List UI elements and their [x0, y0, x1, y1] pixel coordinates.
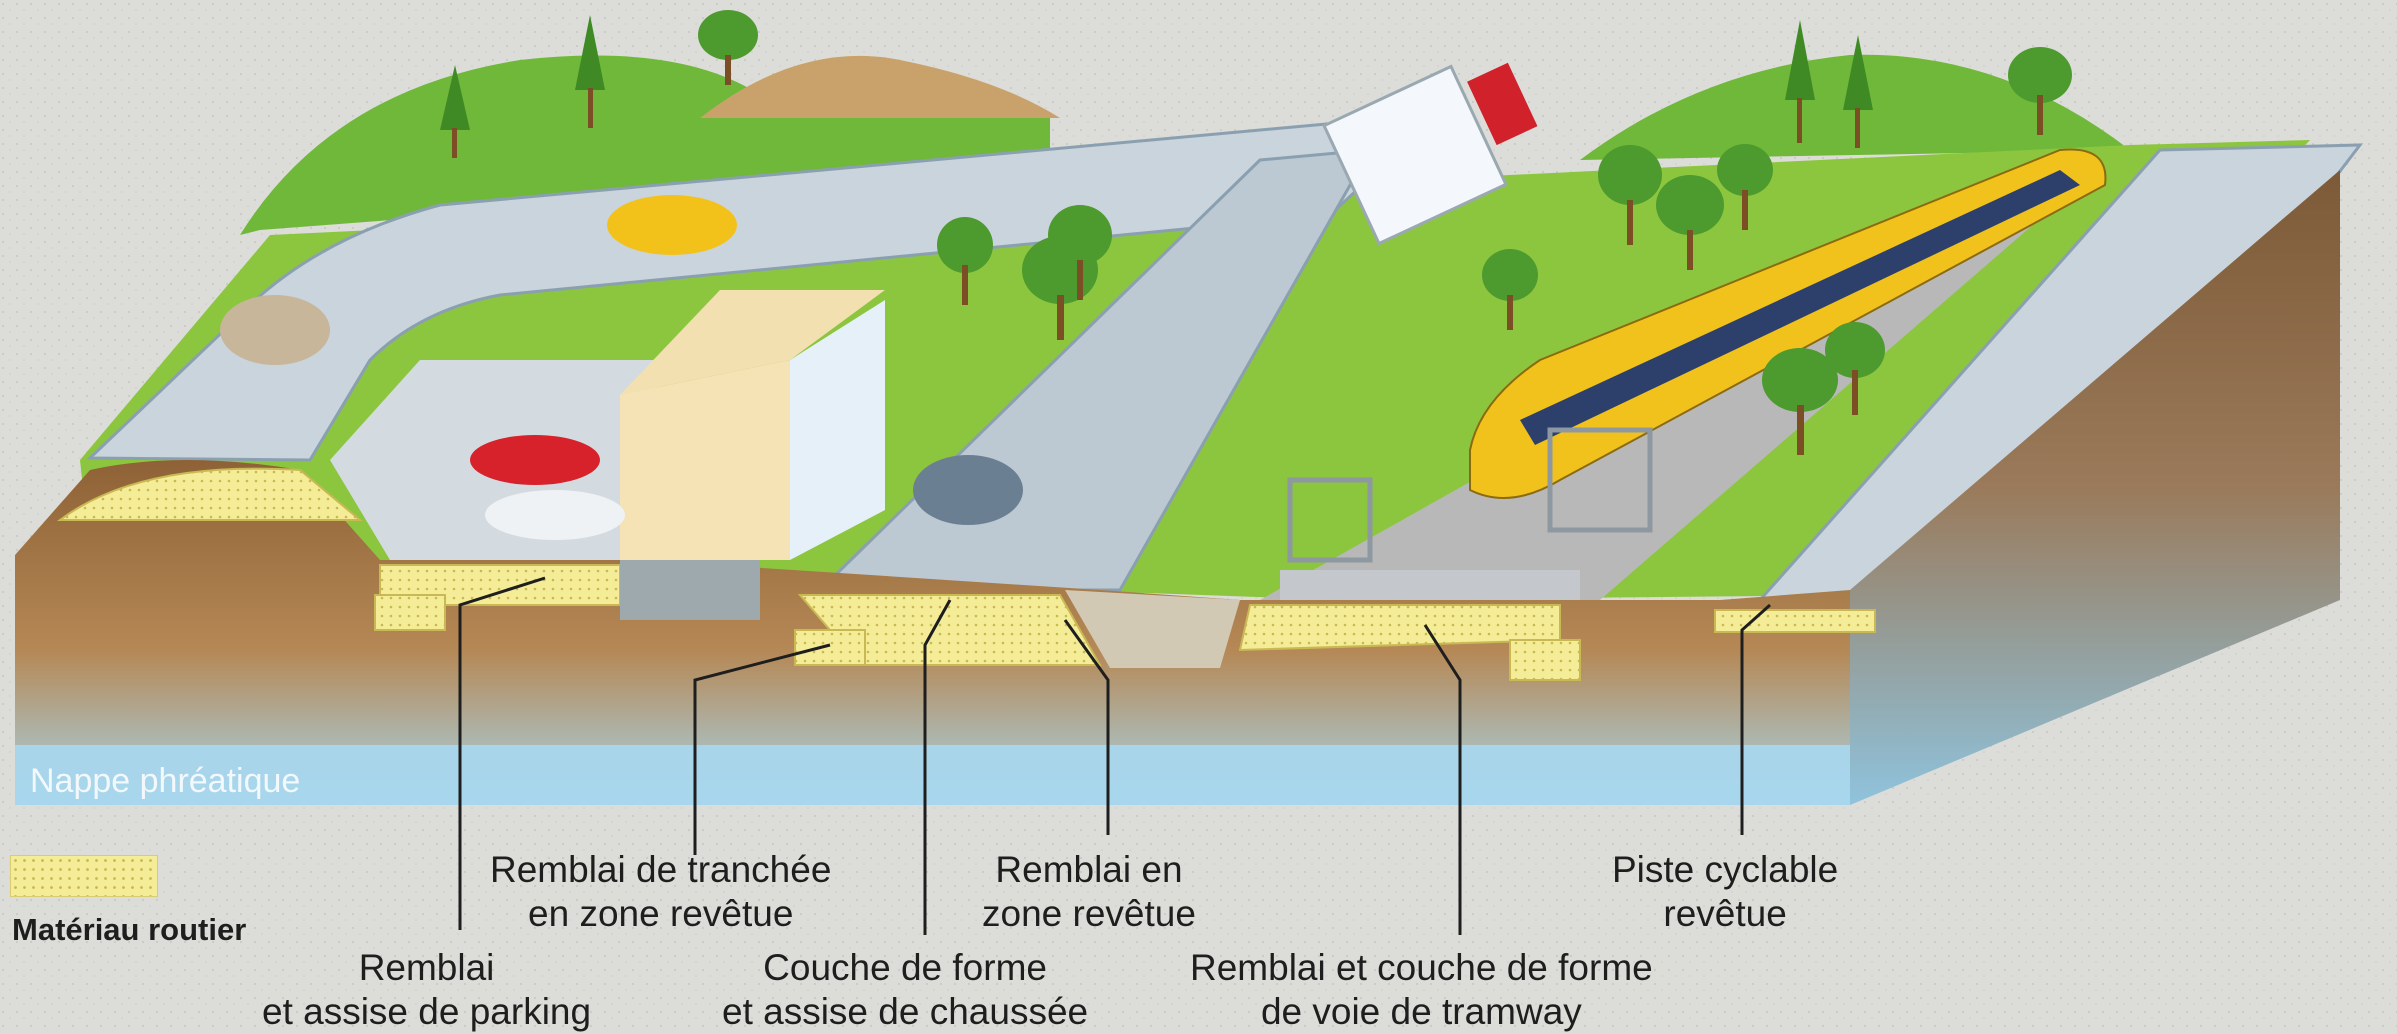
water-table-band: [15, 745, 1850, 805]
label-road-subgrade-line1: Couche de forme: [763, 947, 1047, 988]
trees: [440, 10, 2072, 455]
label-trench-fill-line1: Remblai de tranchée: [490, 849, 832, 890]
building-side: [790, 300, 885, 560]
truck-cab: [1467, 62, 1538, 146]
paved-fill-pit: [1065, 590, 1240, 668]
material-road-drain: [794, 629, 866, 666]
water-table-label: Nappe phréatique: [30, 762, 301, 800]
label-paved-fill-line2: zone revêtue: [982, 893, 1196, 934]
building-front: [620, 360, 790, 560]
shelter-right: [1547, 427, 1653, 533]
label-bike-path: Piste cyclable revêtue: [1612, 848, 1838, 936]
leader-tram-subgrade: [1423, 624, 1462, 935]
red-car: [470, 435, 600, 485]
label-paved-fill-line1: Remblai en: [995, 849, 1183, 890]
label-tram-subgrade-line1: Remblai et couche de forme: [1190, 947, 1653, 988]
leader-lines: [458, 576, 1771, 935]
label-tram-subgrade-line2: de voie de tramway: [1260, 991, 1582, 1032]
label-parking-fill-line2: et assise de parking: [262, 991, 592, 1032]
material-bike: [1714, 609, 1876, 633]
beige-car: [220, 295, 330, 365]
tram-windows: [1520, 170, 2080, 445]
label-bike-path-line2: revêtue: [1663, 893, 1787, 934]
label-road-subgrade-line2: et assise de chaussée: [722, 991, 1089, 1032]
leader-trench-fill: [693, 643, 831, 855]
yellow-car: [607, 195, 737, 255]
shelter-left: [1287, 477, 1373, 563]
white-car: [485, 490, 625, 540]
building-foundation: [620, 560, 760, 620]
label-parking-fill-line1: Remblai: [358, 947, 495, 988]
leader-parking-fill: [458, 576, 546, 930]
hill-left: [240, 55, 1050, 235]
material-left-mound: [56, 467, 363, 521]
label-tram-subgrade: Remblai et couche de forme de voie de tr…: [1190, 946, 1653, 1034]
material-parking-drain: [374, 594, 446, 631]
label-paved-fill: Remblai en zone revêtue: [982, 848, 1196, 936]
truck-trailer: [1322, 64, 1508, 246]
legend-label: Matériau routier: [12, 912, 247, 947]
hill-dirt: [700, 55, 1060, 118]
leader-paved-fill: [1063, 619, 1110, 835]
building-roof: [620, 290, 885, 395]
tram-platform: [1280, 570, 1580, 600]
label-bike-path-line1: Piste cyclable: [1612, 849, 1839, 890]
label-trench-fill-line2: en zone revêtue: [528, 893, 794, 934]
soil-side: [1850, 170, 2340, 805]
grey-car: [913, 455, 1023, 525]
material-tram-drain: [1509, 639, 1581, 681]
label-trench-fill: Remblai de tranchée en zone revêtue: [490, 848, 831, 936]
leader-road-subgrade: [923, 599, 952, 935]
legend-swatch: [10, 855, 158, 897]
label-road-subgrade: Couche de forme et assise de chaussée: [722, 946, 1088, 1034]
leader-bike-path: [1740, 603, 1771, 835]
label-parking-fill: Remblai et assise de parking: [262, 946, 591, 1034]
